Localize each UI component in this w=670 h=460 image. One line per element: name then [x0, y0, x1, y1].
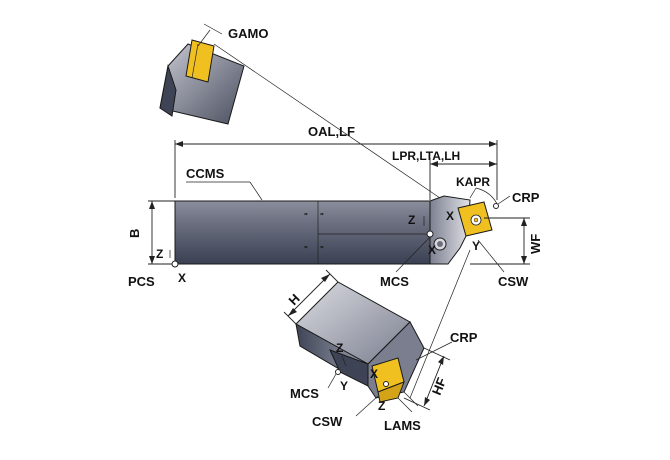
iso-head-side — [329, 349, 369, 387]
crp-top: X Y CRP — [446, 190, 540, 253]
b-label: B — [127, 229, 142, 238]
bottom-axes: Z X Y Z — [336, 341, 385, 413]
gamo-leader — [197, 29, 211, 47]
lams-label: LAMS — [384, 418, 421, 433]
pcs-z-axis: Z — [156, 247, 163, 261]
bottom-x-axis: X — [370, 367, 378, 381]
pcs-x-axis: X — [178, 271, 186, 285]
bottom-z-axis-upper: Z — [336, 341, 343, 355]
bottom-z-axis-lower: Z — [378, 399, 385, 413]
gamo-holder-body — [159, 43, 245, 125]
crp-y-axis: Y — [472, 239, 480, 253]
crp-top-label: CRP — [512, 190, 540, 205]
lams-dimension: LAMS — [384, 391, 421, 433]
gamo-angle-arc — [203, 23, 223, 35]
section-mark-3: " — [320, 212, 324, 221]
mcs-top-label: MCS — [380, 274, 409, 289]
crp-x-axis: X — [446, 209, 454, 223]
wf-dimension: WF — [470, 217, 543, 265]
csw-top-label: CSW — [498, 274, 529, 289]
csw-bottom: CSW — [312, 395, 379, 429]
pcs-label: PCS — [128, 274, 155, 289]
gamo-insert-edge — [191, 43, 199, 79]
csw-bottom-label: CSW — [312, 414, 343, 429]
lpr-dimension: LPR,LTA,LH — [392, 149, 497, 200]
mcs-top: Z X MCS — [380, 213, 436, 289]
csw-top: CSW — [477, 239, 529, 289]
gamo-projection-line — [213, 43, 441, 199]
section-mark-1: " — [304, 212, 308, 221]
ccms-callout: CCMS — [186, 166, 263, 201]
section-mark-4: " — [320, 245, 324, 254]
oal-lf-label: OAL,LF — [308, 124, 355, 139]
gamo-label: GAMO — [228, 26, 268, 41]
shank-body — [174, 200, 431, 265]
crp-bottom: CRP — [415, 330, 478, 361]
gamo-side-view: GAMO — [159, 23, 441, 199]
bottom-y-axis: Y — [340, 379, 348, 393]
section-mark-2: " — [304, 245, 308, 254]
pcs-origin: Z X PCS — [128, 247, 186, 289]
bottom-projection-line — [409, 249, 471, 399]
mcs-z-axis: Z — [408, 213, 415, 227]
mcs-bottom-label: MCS — [290, 386, 319, 401]
wf-label: WF — [528, 234, 543, 254]
bottom-iso-view — [295, 281, 425, 403]
kapr-label: KAPR — [456, 175, 490, 189]
gamo-holder-side — [159, 64, 177, 117]
lpr-lta-lh-label: LPR,LTA,LH — [392, 149, 460, 163]
hf-label: HF — [429, 375, 449, 397]
hf-dimension: HF — [403, 347, 451, 411]
mcs-bottom: MCS — [290, 369, 341, 401]
mcs-x-axis: X — [428, 243, 436, 257]
ccms-label: CCMS — [186, 166, 225, 181]
b-dimension: B — [127, 200, 175, 265]
crp-bottom-label: CRP — [450, 330, 478, 345]
h-label: H — [286, 291, 303, 308]
oal-dimension: OAL,LF — [174, 124, 498, 200]
main-tool-side-view: " " " " — [174, 195, 493, 265]
